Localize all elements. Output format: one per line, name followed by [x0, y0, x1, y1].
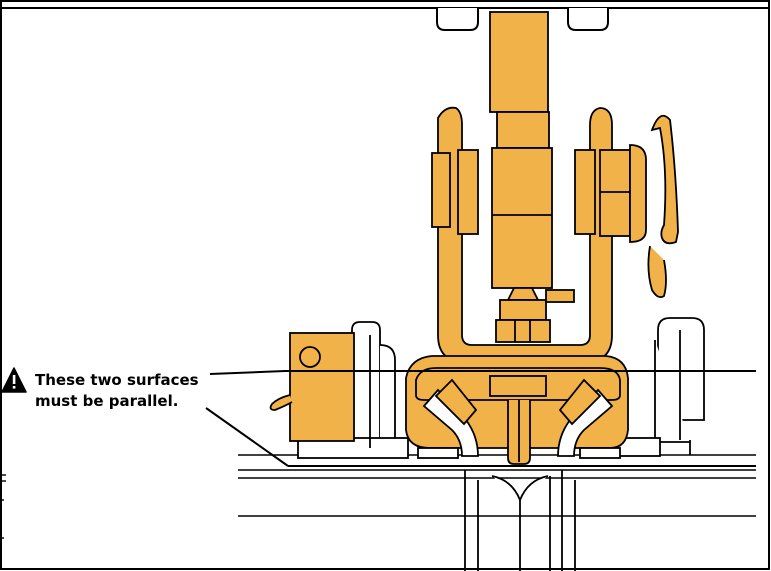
lower-post [464, 470, 576, 571]
clevis-yoke [431, 106, 613, 363]
right-bracket [599, 317, 705, 457]
left-bracket [297, 321, 409, 459]
cross-pin-nut [599, 144, 647, 243]
tow-bar [489, 11, 553, 289]
warning-triangle-icon [1, 367, 27, 393]
page-edge-marks [0, 474, 6, 539]
annotation-line-1: These two surfaces [35, 371, 199, 389]
lower-nut [495, 287, 575, 343]
jaw-inserts [417, 378, 621, 459]
leader-line-lower [205, 407, 289, 467]
leader-line-upper [209, 370, 286, 375]
left-block [269, 332, 355, 442]
safety-clip [647, 114, 679, 299]
top-bolt-heads [436, 8, 609, 31]
annotation-line-2: must be parallel. [35, 392, 178, 410]
base-rail [238, 454, 756, 517]
